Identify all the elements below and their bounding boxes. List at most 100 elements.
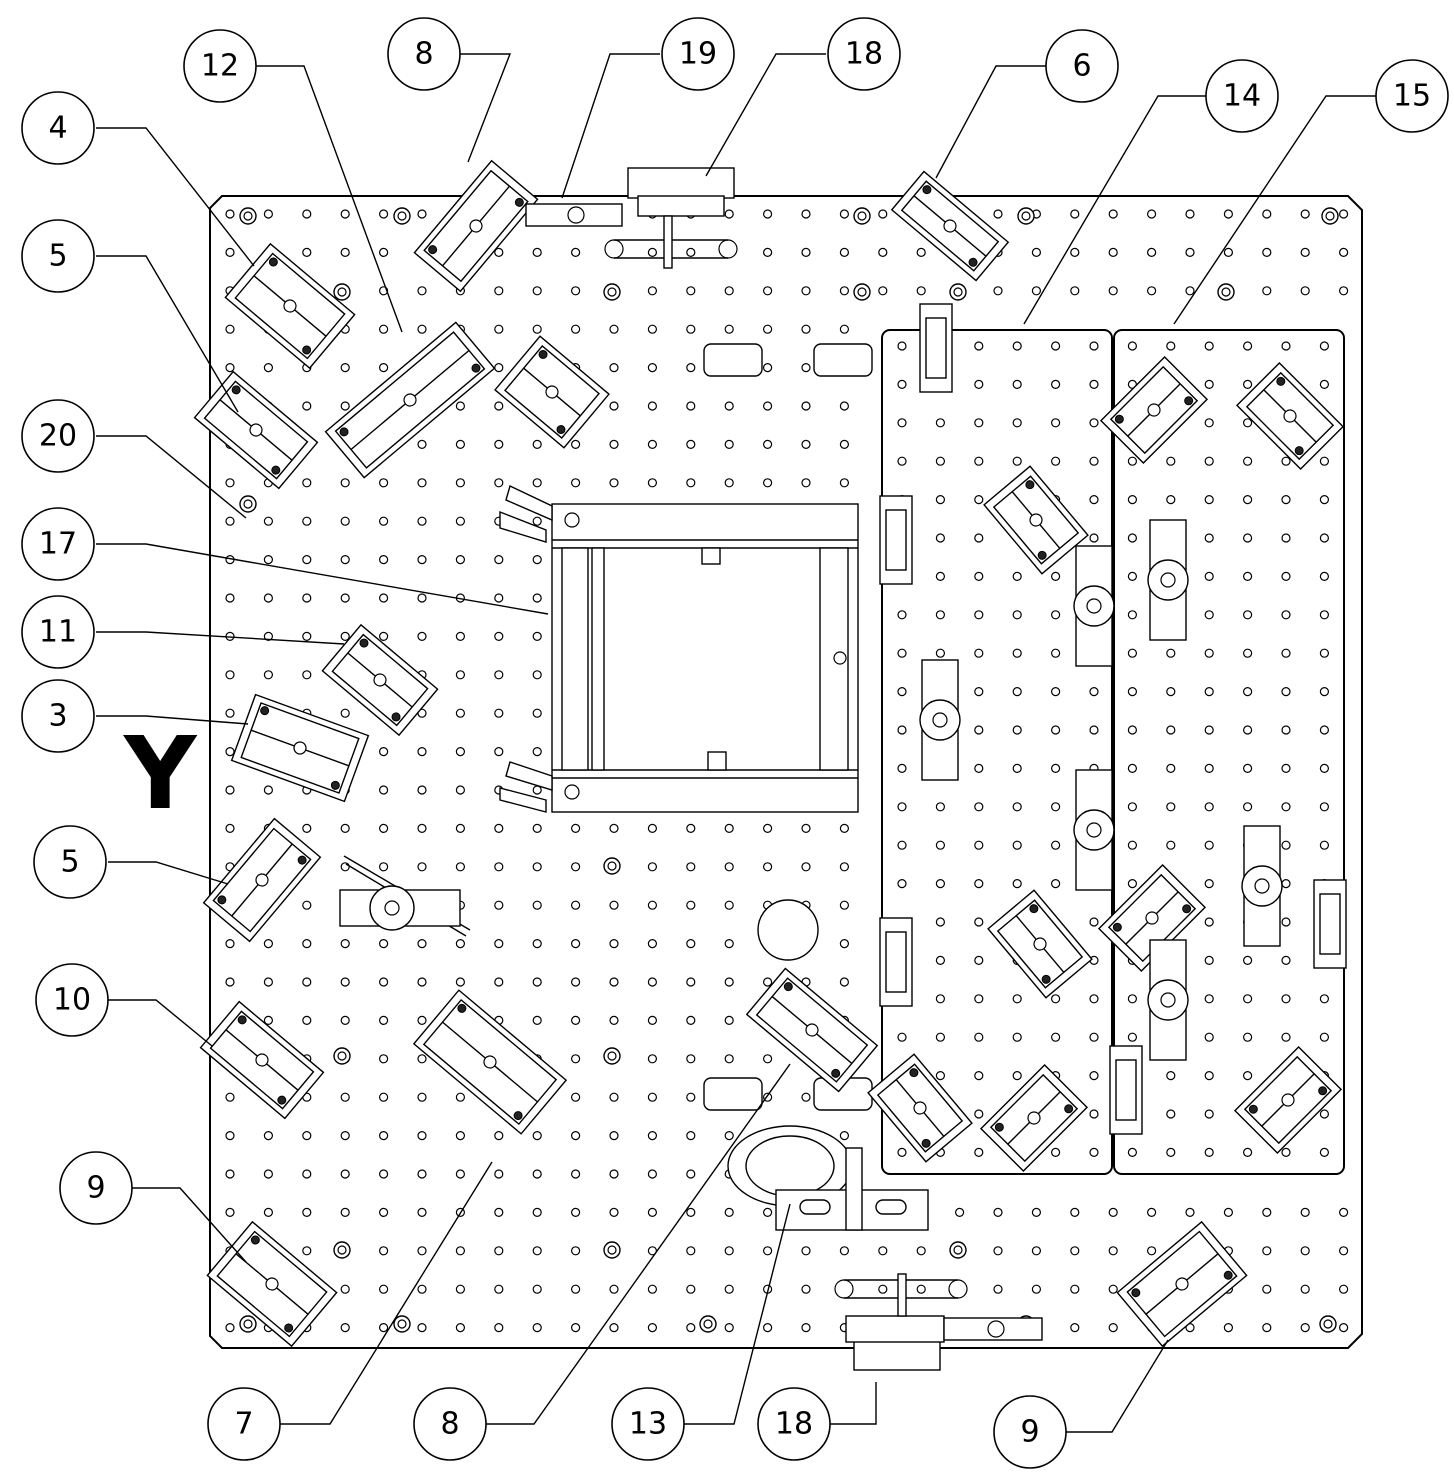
sub-plate-hole [1281, 341, 1291, 351]
sub-plate-hole [1281, 533, 1291, 543]
svg-text:20: 20 [39, 419, 77, 454]
sub-plate-hole [1127, 840, 1138, 850]
sub-plate-hole [1204, 648, 1214, 658]
optical-mount [193, 370, 319, 490]
sub-plate-hole [1319, 1109, 1330, 1119]
mount-hole [263, 209, 273, 219]
mount-hole [916, 1284, 926, 1294]
sub-plate-hole [1281, 495, 1291, 505]
mount-hole [225, 1130, 235, 1141]
mount-hole [762, 1322, 773, 1333]
balloon-4: 4 [21, 91, 95, 165]
balloon-7: 7 [207, 1387, 281, 1461]
mount-hole [1223, 1207, 1234, 1218]
mount-hole [1300, 209, 1310, 219]
mount-hole [532, 708, 542, 718]
sub-plate-hole [974, 1070, 984, 1081]
optical-mount [867, 1053, 973, 1163]
mount-hole [801, 862, 811, 872]
mount-hole [609, 938, 619, 949]
optical-mount [1233, 1045, 1343, 1155]
mount-hole [570, 1284, 581, 1294]
mount-hole [724, 478, 734, 488]
mount-hole [379, 593, 389, 603]
balloon-3: 3 [21, 679, 95, 753]
mount-hole [609, 1169, 619, 1179]
mount-hole [570, 1092, 581, 1102]
sub-plate-hole [1166, 495, 1176, 505]
sub-plate-hole [1281, 686, 1291, 697]
sub-plate-hole [974, 763, 984, 774]
mount-hole [532, 1246, 542, 1256]
mount-hole [379, 1246, 389, 1256]
optical-mount [987, 889, 1093, 999]
mount-hole [340, 593, 350, 603]
mount-hole [839, 401, 850, 411]
mount-hole [417, 478, 427, 488]
svg-text:13: 13 [629, 1407, 667, 1442]
sub-plate-hole [974, 1032, 984, 1042]
sub-plate-hole [974, 955, 984, 966]
mount-hole [1146, 1246, 1157, 1256]
balloon-14: 14 [1205, 59, 1279, 133]
mount-hole [379, 823, 389, 834]
mount-hole [455, 785, 465, 795]
mount-hole [878, 1246, 888, 1256]
counterbore-hole [1017, 207, 1035, 225]
sub-plate-14 [881, 329, 1113, 1175]
mount-hole [647, 862, 658, 872]
sub-plate-hole [1319, 725, 1330, 735]
mount-hole [647, 363, 658, 373]
sub-plate-hole [974, 341, 984, 351]
mount-hole [1262, 1322, 1272, 1333]
sub-plate-hole [1204, 495, 1214, 505]
mount-hole [225, 516, 235, 526]
sub-plate-hole [1012, 878, 1022, 889]
counterbore-hole [603, 857, 621, 875]
mount-hole [801, 439, 811, 449]
optical-mount [890, 170, 1010, 282]
mount-hole [724, 1015, 734, 1026]
sub-plate-hole [1089, 418, 1099, 428]
mount-hole [494, 247, 504, 257]
mount-hole [340, 631, 350, 642]
mount-hole [686, 401, 696, 411]
mount-hole [801, 1322, 811, 1333]
sub-plate-hole [897, 1032, 907, 1042]
mount-hole [1185, 1207, 1195, 1218]
mount-hole [302, 1015, 312, 1026]
sub-plate-hole [1281, 610, 1291, 620]
sub-plate-hole [1012, 379, 1022, 389]
mount-hole [263, 1015, 273, 1026]
optical-mount [206, 1220, 338, 1348]
mount-hole [1223, 209, 1234, 219]
counterbore-hole [239, 207, 257, 225]
mount-hole [302, 478, 312, 488]
mount-hole [724, 286, 734, 296]
mount-hole [532, 862, 542, 872]
sub-plate-hole [1012, 456, 1022, 466]
sub-plate-hole [1166, 802, 1176, 812]
svg-text:19: 19 [679, 37, 717, 72]
sub-plate-hole [1166, 1070, 1176, 1081]
sub-plate-hole [1012, 571, 1022, 582]
sub-plate-hole [935, 1032, 946, 1042]
mount-hole [494, 1207, 504, 1218]
mount-hole [916, 286, 926, 296]
mount-hole [570, 1207, 581, 1218]
mount-hole [379, 209, 389, 219]
balloon-8-bottom: 8 [413, 1387, 487, 1461]
sub-plate-hole [1281, 955, 1291, 966]
mount-hole [916, 1246, 926, 1256]
sub-plate-hole [935, 571, 946, 582]
mount-hole [302, 247, 312, 257]
sub-plate-hole [1089, 1147, 1099, 1158]
svg-text:17: 17 [39, 527, 77, 562]
mount-hole [647, 1322, 658, 1333]
mount-hole [647, 977, 658, 987]
optical-mount [324, 321, 496, 479]
svg-text:18: 18 [775, 1407, 813, 1442]
mount-hole [379, 478, 389, 488]
mount-hole [417, 1207, 427, 1218]
sub-plate-hole [1204, 533, 1214, 543]
